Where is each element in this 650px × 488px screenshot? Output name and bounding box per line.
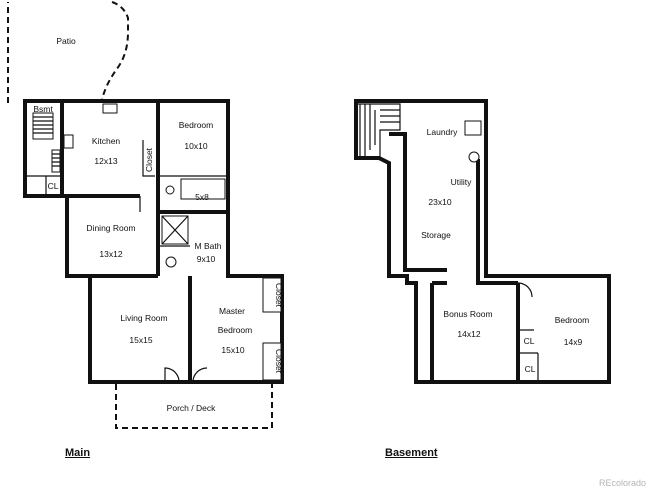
patio-outline	[7, 1, 129, 103]
kitchen-label: Kitchen	[92, 136, 121, 146]
bath-size: 5x8	[195, 192, 209, 202]
main-stairs	[32, 112, 61, 173]
bsmt-label: Bsmt	[33, 104, 53, 114]
storage-label: Storage	[421, 230, 451, 240]
patio-label: Patio	[56, 36, 76, 46]
basement-cl-label-1: CL	[524, 336, 535, 346]
living-label: Living Room	[120, 313, 167, 323]
closet-a-box	[262, 277, 282, 313]
utility-label: Utility	[451, 177, 473, 187]
kitchen-stove	[63, 134, 74, 149]
washer	[464, 120, 482, 136]
mbath-toilet	[165, 256, 177, 268]
master-label-2: Bedroom	[218, 325, 253, 335]
closet-b-box	[262, 342, 282, 381]
interior-partitions	[25, 140, 228, 247]
mbath-label: M Bath	[195, 241, 222, 251]
bonus-size: 14x12	[457, 329, 480, 339]
dining-size: 13x12	[99, 249, 122, 259]
utility-size: 23x10	[428, 197, 451, 207]
porch-label: Porch / Deck	[167, 403, 216, 413]
main-cl-label: CL	[48, 181, 59, 191]
watermark: REcolorado	[598, 478, 646, 488]
master-label: Master	[219, 306, 245, 316]
master-size: 15x10	[221, 345, 244, 355]
kitchen-closet-label: Closet	[144, 147, 154, 172]
main-floor-title: Main	[65, 447, 91, 459]
laundry-label: Laundry	[427, 127, 458, 137]
basement-outer-walls	[354, 99, 611, 384]
basement-bedroom-label: Bedroom	[555, 315, 590, 325]
basement-interior-walls	[389, 132, 520, 382]
living-size: 15x15	[129, 335, 152, 345]
mbath-size: 9x10	[197, 254, 216, 264]
porch-outline	[115, 384, 273, 429]
basement-cl-label-2: CL	[525, 364, 536, 374]
basement-partitions	[517, 282, 540, 383]
bedroom-size: 10x10	[184, 141, 207, 151]
closet-b-label: Closet	[274, 349, 284, 374]
front-door-swing	[164, 367, 208, 383]
closet-a-label: Closet	[274, 283, 284, 308]
basement-bedroom-size: 14x9	[564, 337, 583, 347]
basement-floor-plan: Laundry Utility 23x10 Storage Bonus Room…	[354, 99, 611, 384]
water-heater	[468, 151, 480, 163]
main-outer-walls	[23, 99, 284, 384]
basement-stairs	[355, 103, 401, 159]
bath-toilet	[165, 185, 175, 195]
kitchen-size: 12x13	[94, 156, 117, 166]
basement-floor-title: Basement	[385, 447, 438, 459]
bedroom-label: Bedroom	[179, 120, 214, 130]
kitchen-sink	[102, 103, 118, 114]
bonus-label: Bonus Room	[443, 309, 492, 319]
main-floor-plan: Patio Bsmt CL Kitchen 12x13 Closet Bedro…	[7, 1, 284, 429]
bath-tub	[180, 178, 226, 200]
dining-label: Dining Room	[86, 223, 135, 233]
main-interior-walls	[60, 101, 228, 382]
